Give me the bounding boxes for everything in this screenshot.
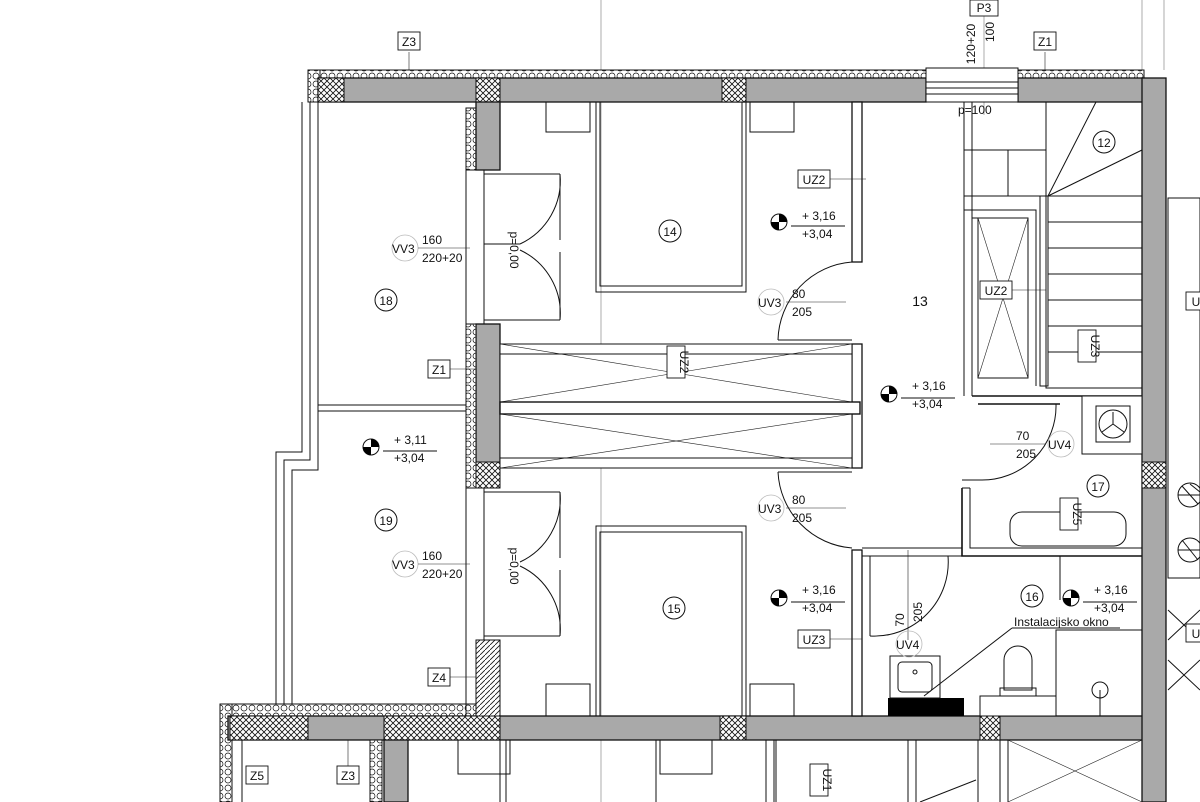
p3-width: 100 <box>983 22 997 42</box>
tag-uz3-a: UZ3 <box>1088 335 1102 358</box>
p3-height: 120+20 <box>964 23 978 64</box>
tag-uz2-b: UZ2 <box>677 351 691 374</box>
vv3-bottom-sill: p=0,00 <box>507 547 521 584</box>
room-13-label: 13 <box>912 293 928 309</box>
doors <box>484 173 1057 637</box>
level-marker-15 <box>770 589 845 607</box>
room-14-label: 14 <box>663 225 677 239</box>
shaft-annotation: Instalacijsko okno <box>923 615 1120 697</box>
p3-tag: P3 <box>977 1 992 15</box>
vv3-bottom-height: 220+20 <box>422 567 463 581</box>
level-marker-19 <box>362 438 437 456</box>
level-marker-16 <box>1062 589 1137 607</box>
level-14-bottom: +3,04 <box>802 227 833 241</box>
vv3-bottom-width: 160 <box>422 549 442 563</box>
tag-z3-top: Z3 <box>402 35 416 49</box>
staircase <box>964 101 1143 389</box>
level-15-top: + 3,16 <box>802 583 836 597</box>
room-16-label: 16 <box>1025 590 1039 604</box>
level-markers: + 3,16 +3,04 + 3,16 +3,04 + 3,11 +3,04 +… <box>362 209 1137 615</box>
tag-u-right-b: U <box>1192 627 1200 641</box>
uv4-bottom-height: 205 <box>911 602 925 622</box>
tag-uz2-a: UZ2 <box>803 173 826 187</box>
tag-u-right-a: U <box>1192 295 1200 309</box>
level-marker-14 <box>770 213 845 231</box>
level-19-bottom: +3,04 <box>394 451 425 465</box>
uv4-bottom-width: 70 <box>893 613 907 627</box>
opening-labels: P3 100 120+20 p=100 VV3 160 220+20 p=0,0… <box>391 0 1075 658</box>
exterior-walls <box>219 67 1200 802</box>
tag-z1-mid: Z1 <box>432 363 446 377</box>
tag-uz2-c: UZ2 <box>985 284 1008 298</box>
uv3-bottom-width: 80 <box>792 493 806 507</box>
room-17-label: 17 <box>1091 480 1105 494</box>
uv3-bottom-height: 205 <box>792 511 812 525</box>
tag-uz1: UZ1 <box>820 769 834 792</box>
uv4-right-height: 205 <box>1016 447 1036 461</box>
uv3-top-tag: UV3 <box>758 296 782 310</box>
room-19-label: 19 <box>379 514 393 528</box>
tag-uz3-b: UZ3 <box>803 633 826 647</box>
p3-sill: p=100 <box>958 103 992 117</box>
tag-z3-bottom: Z3 <box>341 769 355 783</box>
level-13-bottom: +3,04 <box>912 397 943 411</box>
tag-z4: Z4 <box>432 671 446 685</box>
room-15-label: 15 <box>667 602 681 616</box>
shaft-label: Instalacijsko okno <box>1014 615 1109 629</box>
vv3-top-width: 160 <box>422 233 442 247</box>
uv4-right-width: 70 <box>1016 429 1030 443</box>
room-labels: 12 13 14 15 16 17 18 19 <box>374 130 1116 620</box>
tag-uz5: UZ5 <box>1070 503 1084 526</box>
level-marker-13 <box>880 385 955 403</box>
level-16-top: + 3,16 <box>1094 583 1128 597</box>
uv3-bottom-tag: UV3 <box>758 502 782 516</box>
uv3-top-height: 205 <box>792 305 812 319</box>
uv4-bottom-tag: UV4 <box>896 638 920 652</box>
room-18-label: 18 <box>379 294 393 308</box>
level-14-top: + 3,16 <box>802 209 836 223</box>
vv3-top-tag: VV3 <box>392 242 415 256</box>
room-12-label: 12 <box>1097 136 1111 150</box>
level-15-bottom: +3,04 <box>802 601 833 615</box>
tag-z1-top: Z1 <box>1038 35 1052 49</box>
level-13-top: + 3,16 <box>912 379 946 393</box>
vv3-top-height: 220+20 <box>422 251 463 265</box>
vv3-top-sill: p=0,00 <box>507 231 521 268</box>
uv3-top-width: 80 <box>792 287 806 301</box>
uv4-right-tag: UV4 <box>1048 438 1072 452</box>
vv3-bottom-tag: VV3 <box>392 558 415 572</box>
wall-tags: Z3 Z1 Z1 Z4 Z5 Z3 UZ2 UZ2 UZ2 UZ3 UZ3 UZ… <box>245 31 1200 797</box>
furniture <box>545 101 1200 717</box>
tag-z5: Z5 <box>250 769 264 783</box>
level-16-bottom: +3,04 <box>1094 601 1125 615</box>
level-19-top: + 3,11 <box>394 433 427 447</box>
